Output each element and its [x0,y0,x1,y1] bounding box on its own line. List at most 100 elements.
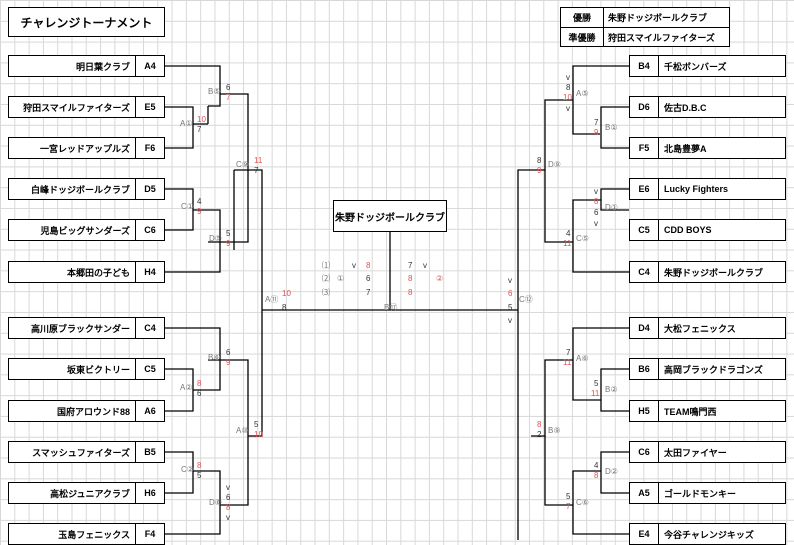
bracket-label: 7 [408,261,413,270]
team-name: 明日葉クラブ [9,56,136,76]
team-code: F5 [630,138,659,158]
team-entry: C4 朱野ドッジボールクラブ [629,261,786,283]
bracket-label: 7 [226,93,231,102]
bracket-label: 11 [591,389,600,398]
bracket-label: 8 [197,461,202,470]
bracket-label: 8 [537,420,542,429]
bracket-label: D① [605,203,618,212]
bracket-label: ⑶ [322,288,330,297]
team-code: F6 [144,143,156,153]
team-code: H4 [144,267,156,277]
team-code: B6 [630,359,659,379]
bracket-label: 8 [594,197,599,206]
bracket-label: 8 [366,261,371,270]
bracket-label: A⑥ [576,354,589,363]
bracket-label: ① [337,274,345,283]
team-name: Lucky Fighters [664,184,729,194]
runner-up-value: 狩田スマイルファイターズ [608,33,715,43]
bracket-label: 5 [226,229,231,238]
bracket-label: D⑨ [548,160,561,169]
team-entry: A5 ゴールドモンキー [629,482,786,504]
team-name: 玉島フェニックス [9,524,136,544]
team-name: 北島豊夢A [664,143,707,154]
team-name: 高松ジュニアクラブ [9,483,136,503]
bracket-label: 11 [563,358,572,367]
team-name: 高岡ブラックドラゴンズ [664,364,763,375]
bracket-label: 10 [197,115,206,124]
bracket-label: C① [181,202,194,211]
bracket-label: 6 [226,493,231,502]
team-name: 朱野ドッジボールクラブ [664,267,764,278]
team-code: C6 [144,225,156,235]
bracket-label: v [594,187,598,196]
team-name: 佐古D.B.C [664,102,707,113]
team-code: A6 [144,406,156,416]
winner-value: 朱野ドッジボールクラブ [608,13,708,23]
team-code: E4 [630,524,659,544]
bracket-label: ② [436,274,444,283]
tournament-title: チャレンジトーナメント [8,7,165,37]
bracket-label: v [226,513,230,522]
bracket-label: D② [605,467,618,476]
bracket-label: B⑥ [208,353,221,362]
bracket-label: 9 [594,128,599,137]
bracket-label: 7 [594,118,599,127]
team-entry: 一宮レッドアップルズ F6 [8,137,165,159]
team-name: 一宮レッドアップルズ [9,138,136,158]
team-code: E6 [630,179,659,199]
bracket-label: 6 [508,289,513,298]
bracket-label: C② [181,465,194,474]
bracket-label: v [508,316,512,325]
bracket-label: v [226,483,230,492]
bracket-label: ⑵ [322,274,330,283]
team-entry: B6 高岡ブラックドラゴンズ [629,358,786,380]
bracket-label: 8 [197,379,202,388]
bracket-label: 9 [226,239,231,248]
bracket-label: 9 [537,166,542,175]
team-name: ゴールドモンキー [664,488,737,499]
team-code: B5 [144,447,156,457]
bracket-label: 7 [254,166,259,175]
bracket-label: v [566,73,570,82]
bracket-label: 5 [197,471,202,480]
bracket-label: 8 [594,471,599,480]
team-name: 狩田スマイルファイターズ [9,97,136,117]
bracket-label: C⑫ [519,295,533,304]
team-code: C4 [630,262,659,282]
bracket-label: 7 [566,502,571,511]
bracket-label: B⑨ [548,426,561,435]
bracket-label: 5 [254,420,259,429]
bracket-label: B⑤ [208,87,221,96]
bracket-label: 6 [226,83,231,92]
champion-box: 朱野ドッジボールクラブ [333,200,447,232]
bracket-label: 9 [226,358,231,367]
bracket-label: 4 [566,229,571,238]
bracket-label: 4 [197,197,202,206]
team-entry: E6 Lucky Fighters [629,178,786,200]
team-name: 白峰ドッジボールクラブ [9,179,136,199]
team-code: A5 [630,483,659,503]
bracket-label: B② [605,385,618,394]
team-name: 太田ファイヤー [664,447,727,458]
team-name: 本郷田の子ども [9,262,136,282]
bracket-label: C⑥ [576,498,589,507]
bracket-label: 7 [566,348,571,357]
bracket-label: B① [605,123,618,132]
bracket-label: A⑪ [265,295,279,304]
bracket-label: A① [180,119,193,128]
bracket-label: v [566,104,570,113]
bracket-label: 11 [563,239,572,248]
team-entry: F5 北島豊夢A [629,137,786,159]
bracket-label: 11 [254,156,263,165]
